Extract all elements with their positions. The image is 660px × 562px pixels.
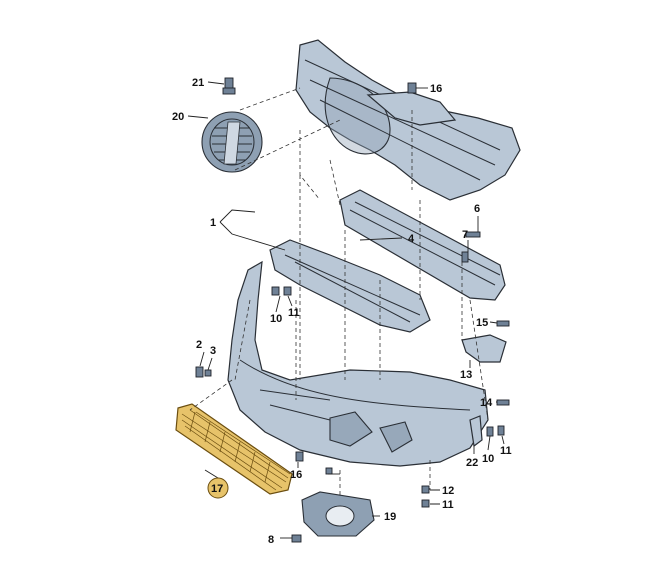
label-16a: 16 (430, 83, 442, 95)
bracket-part-22 (469, 415, 483, 448)
label-8: 8 (268, 534, 274, 546)
label-10a: 10 (270, 313, 282, 325)
label-11c: 11 (442, 499, 454, 511)
lower-grille-part-17 (175, 403, 293, 495)
fasteners (195, 82, 510, 543)
label-13: 13 (460, 369, 472, 381)
label-6: 6 (474, 203, 480, 215)
group-bracket-1 (219, 209, 286, 251)
label-2: 2 (196, 339, 202, 351)
emblem-part-20 (201, 111, 263, 173)
label-11a: 11 (288, 307, 300, 319)
label-16b: 16 (290, 469, 302, 481)
alignment-lines (189, 87, 489, 495)
impact-bar-part-4 (339, 189, 506, 301)
bumper-cover (227, 260, 489, 467)
label-21: 21 (192, 77, 204, 89)
label-14: 14 (480, 397, 493, 409)
label-17: 17 (211, 483, 223, 495)
label-1: 1 (210, 217, 216, 229)
label-12: 12 (442, 485, 454, 497)
fog-cover-part-19 (301, 491, 375, 537)
bumper-carrier (295, 39, 521, 201)
label-17-badge (207, 477, 229, 499)
label-10b: 10 (482, 453, 494, 465)
label-7: 7 (462, 229, 468, 241)
label-11b: 11 (500, 445, 512, 457)
label-3: 3 (210, 345, 216, 357)
part-labels: 1 2 3 4 6 7 8 10 10 11 11 11 12 13 14 15… (172, 77, 512, 546)
label-22: 22 (466, 457, 478, 469)
bracket-part-13 (461, 334, 507, 363)
label-4: 4 (408, 233, 415, 245)
label-15: 15 (476, 317, 488, 329)
clip-part-21 (222, 77, 236, 95)
label-20: 20 (172, 111, 184, 123)
energy-absorber (269, 239, 431, 333)
label-19: 19 (384, 511, 396, 523)
leader-lines (187, 81, 505, 539)
